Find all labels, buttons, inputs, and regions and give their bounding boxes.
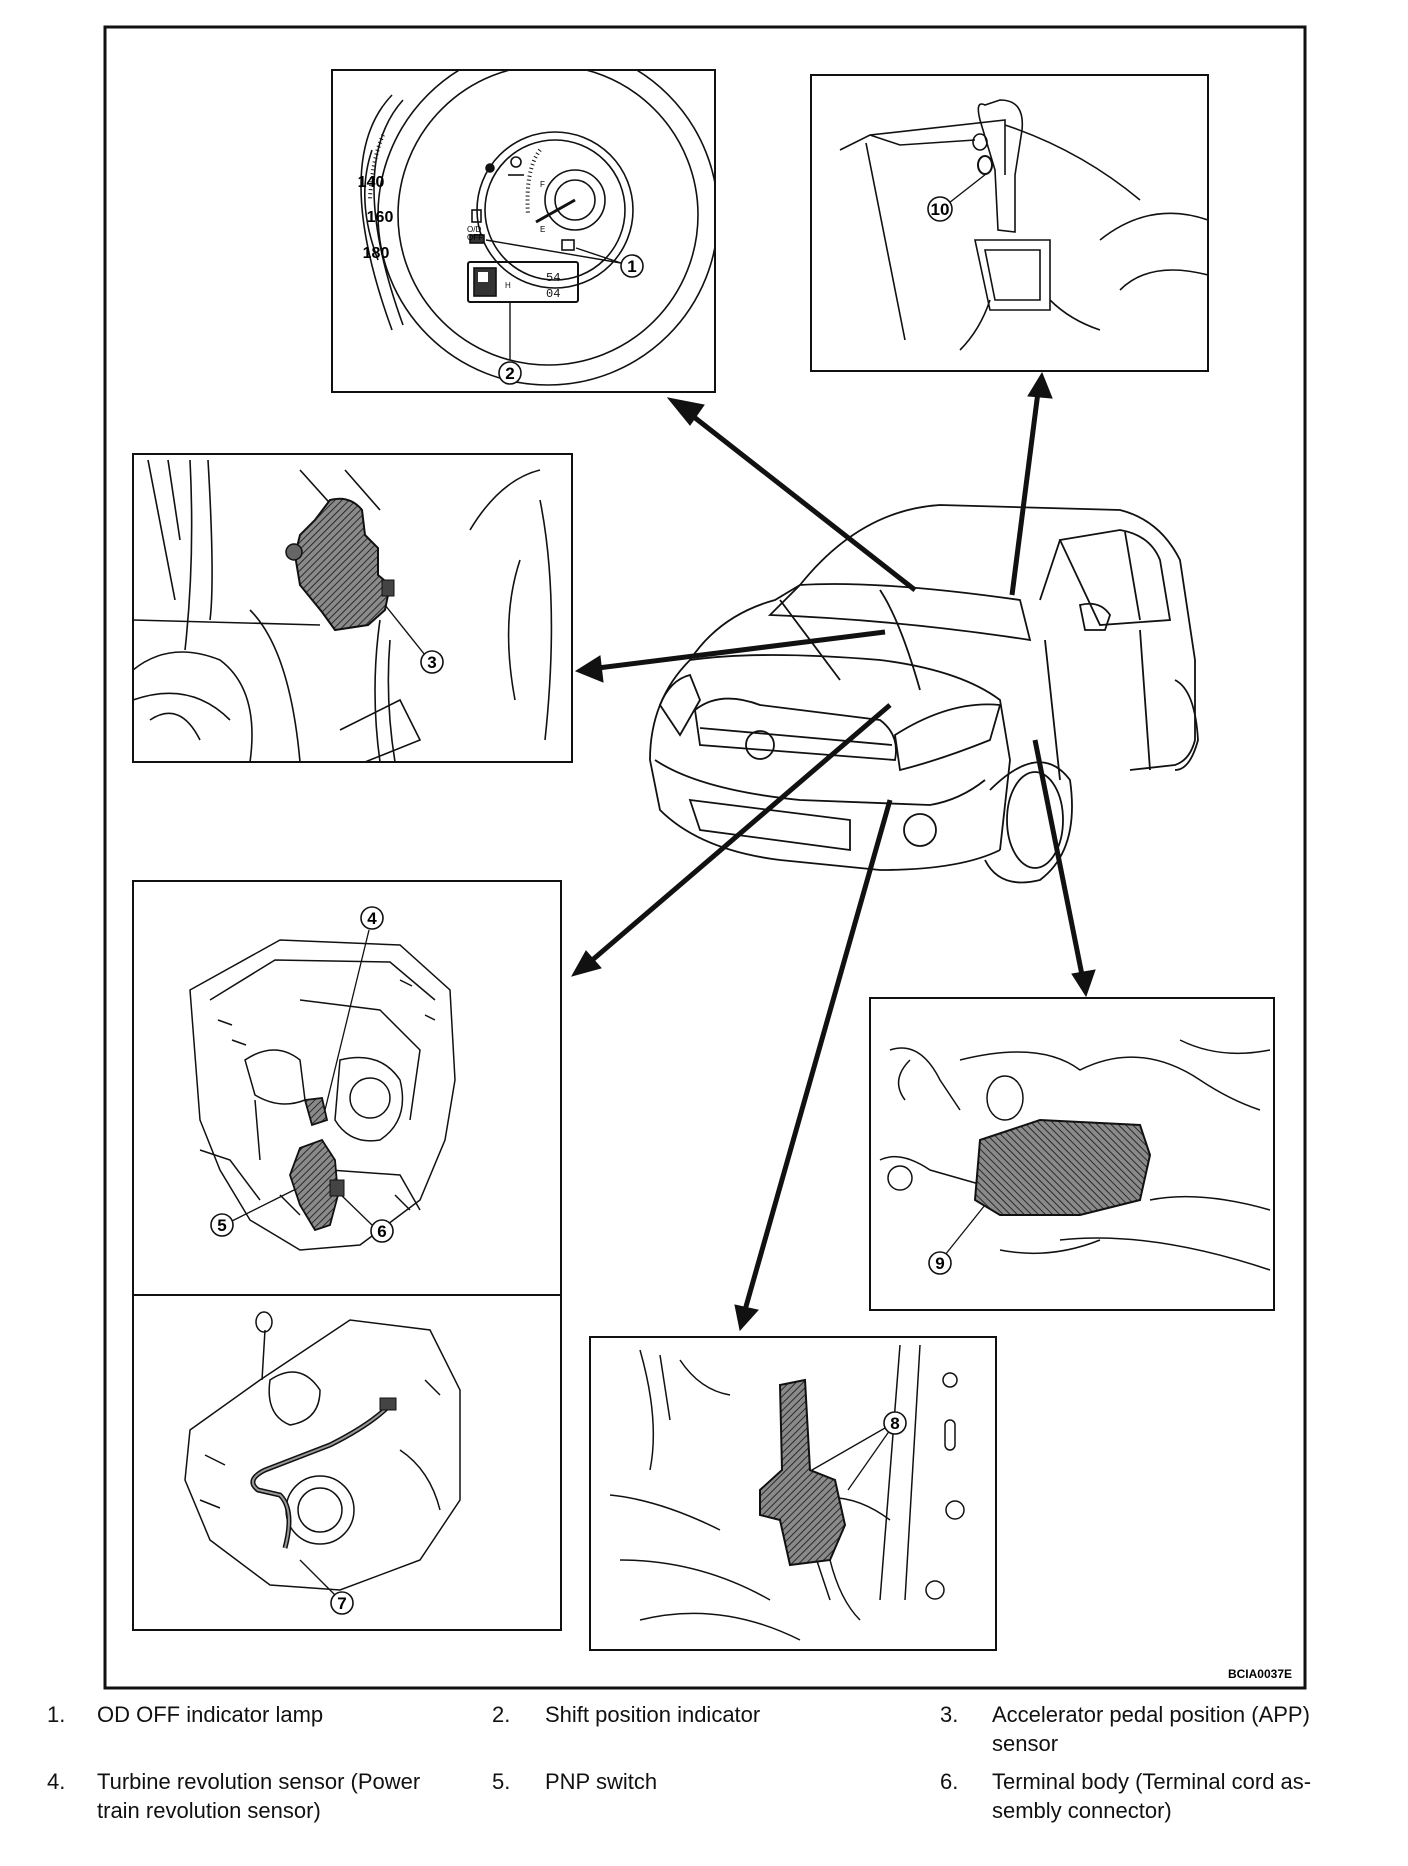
legend-text: Accelerator pedal position (APP) xyxy=(992,1702,1310,1727)
outer-frame xyxy=(103,25,1307,1690)
legend-number: 3. xyxy=(940,1702,959,1727)
svg-text:7: 7 xyxy=(337,1594,346,1613)
svg-text:8: 8 xyxy=(890,1414,899,1433)
callout-3: 3 xyxy=(420,650,444,674)
gauge-number-180: 180 xyxy=(363,245,390,262)
callout-7: 7 xyxy=(330,1591,354,1615)
legend-text: Turbine revolution sensor (Power xyxy=(97,1769,421,1794)
svg-text:H: H xyxy=(505,281,511,290)
figure-code: BCIA0037E xyxy=(1228,1667,1292,1681)
legend-text: train revolution sensor) xyxy=(97,1798,321,1823)
legend-number: 1. xyxy=(47,1702,66,1727)
callout-10: 10 xyxy=(927,196,953,222)
legend-text: PNP switch xyxy=(545,1769,658,1794)
legend-text: sensor xyxy=(992,1731,1059,1756)
legend-text: sembly connector) xyxy=(992,1798,1172,1823)
vehicle-illustration xyxy=(649,504,1199,884)
legend-number: 5. xyxy=(492,1769,511,1794)
svg-text:10: 10 xyxy=(931,200,950,219)
callout-2: 2 xyxy=(498,361,522,385)
svg-text:04: 04 xyxy=(546,287,560,301)
panel-accelerator-pedal: 3 xyxy=(132,453,573,763)
turbine-sensor-part xyxy=(303,1097,329,1127)
legend-item-2: 2. Shift position indicator xyxy=(0,1700,1408,1760)
legend-item-6: 6. Terminal body (Terminal cord as- semb… xyxy=(0,1767,1408,1827)
legend-text: Shift position indicator xyxy=(545,1702,761,1727)
legend-item-1: 1. OD OFF indicator lamp xyxy=(0,1700,1408,1760)
fuel-empty-mark: E xyxy=(540,225,545,234)
legend-number: 4. xyxy=(47,1769,66,1794)
gauge-number-140: 140 xyxy=(358,174,385,191)
legend-number: 2. xyxy=(492,1702,511,1727)
control-module-part xyxy=(973,1118,1152,1216)
svg-text:4: 4 xyxy=(367,909,377,928)
svg-text:9: 9 xyxy=(935,1254,944,1273)
legend-item-4: 4. Turbine revolution sensor (Power trai… xyxy=(0,1767,1408,1827)
fuel-full-mark: F xyxy=(540,180,545,189)
callout-5: 5 xyxy=(210,1213,234,1237)
svg-text:54: 54 xyxy=(546,271,560,285)
callout-8: 8 xyxy=(883,1411,907,1435)
callout-9: 9 xyxy=(928,1251,952,1275)
svg-text:6: 6 xyxy=(377,1222,386,1241)
legend-item-3: 3. Accelerator pedal position (APP) sens… xyxy=(0,1700,1408,1760)
switch-part xyxy=(759,1378,847,1567)
panel-control-module: 9 xyxy=(869,997,1275,1311)
pointer-arrows xyxy=(570,371,1096,1332)
gauge-number-160: 160 xyxy=(367,209,394,226)
legend-text: Terminal body (Terminal cord as- xyxy=(992,1769,1312,1794)
pnp-switch-part xyxy=(289,1138,339,1232)
panel-transaxle-sensors: 4 5 6 xyxy=(132,880,562,1296)
panel-selector-lever: 10 xyxy=(810,74,1209,372)
legend-number: 6. xyxy=(940,1769,959,1794)
callout-4: 4 xyxy=(360,906,384,930)
svg-text:3: 3 xyxy=(427,653,436,672)
svg-text:2: 2 xyxy=(505,364,514,383)
callout-6: 6 xyxy=(370,1219,394,1243)
legend-text: OD OFF indicator lamp xyxy=(97,1702,324,1727)
panel-transaxle-harness: 7 xyxy=(132,1294,562,1631)
legend-item-5: 5. PNP switch xyxy=(0,1767,1408,1827)
callout-1: 1 xyxy=(620,254,644,278)
svg-text:5: 5 xyxy=(217,1216,226,1235)
panel-switch-bracket: 8 xyxy=(589,1336,997,1651)
legend: 1. OD OFF indicator lamp 2. Shift positi… xyxy=(0,1700,1408,1866)
svg-text:1: 1 xyxy=(627,257,636,276)
app-sensor-part xyxy=(293,497,392,632)
